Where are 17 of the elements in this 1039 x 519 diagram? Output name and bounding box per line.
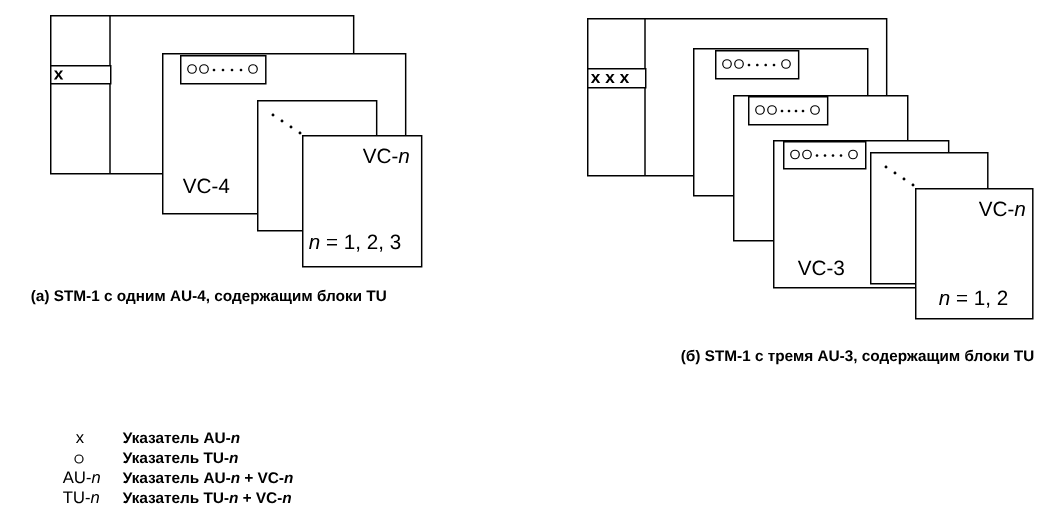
pointer-cell: x x x [587, 68, 647, 89]
pointer-cell: x [50, 65, 112, 85]
caption: (б) STM-1 с тремя AU-3, содержащим блоки TU [681, 349, 1034, 365]
pointer-strip [180, 55, 267, 85]
pointer-strip [748, 96, 829, 126]
legend-text: Указатель AU-n [122, 432, 240, 444]
legend-text: Указатель TU-n [122, 452, 238, 464]
caption: (а) STM-1 с одним AU-4, содержащим блоки TU [31, 289, 386, 305]
pointer-strip [783, 141, 867, 170]
container-box: VC-n n = 1, 2, 3 [302, 135, 423, 268]
legend-key: x [75, 434, 84, 443]
legend-key: TU-n [63, 491, 99, 504]
container-box: VC-n n = 1, 2 [915, 188, 1034, 320]
legend-key: AU-n [62, 471, 100, 484]
legend-text: Указатель TU-n + VC-n [122, 492, 291, 504]
legend-text: Указатель AU-n + VC-n [122, 472, 293, 484]
pointer-strip [715, 50, 800, 80]
